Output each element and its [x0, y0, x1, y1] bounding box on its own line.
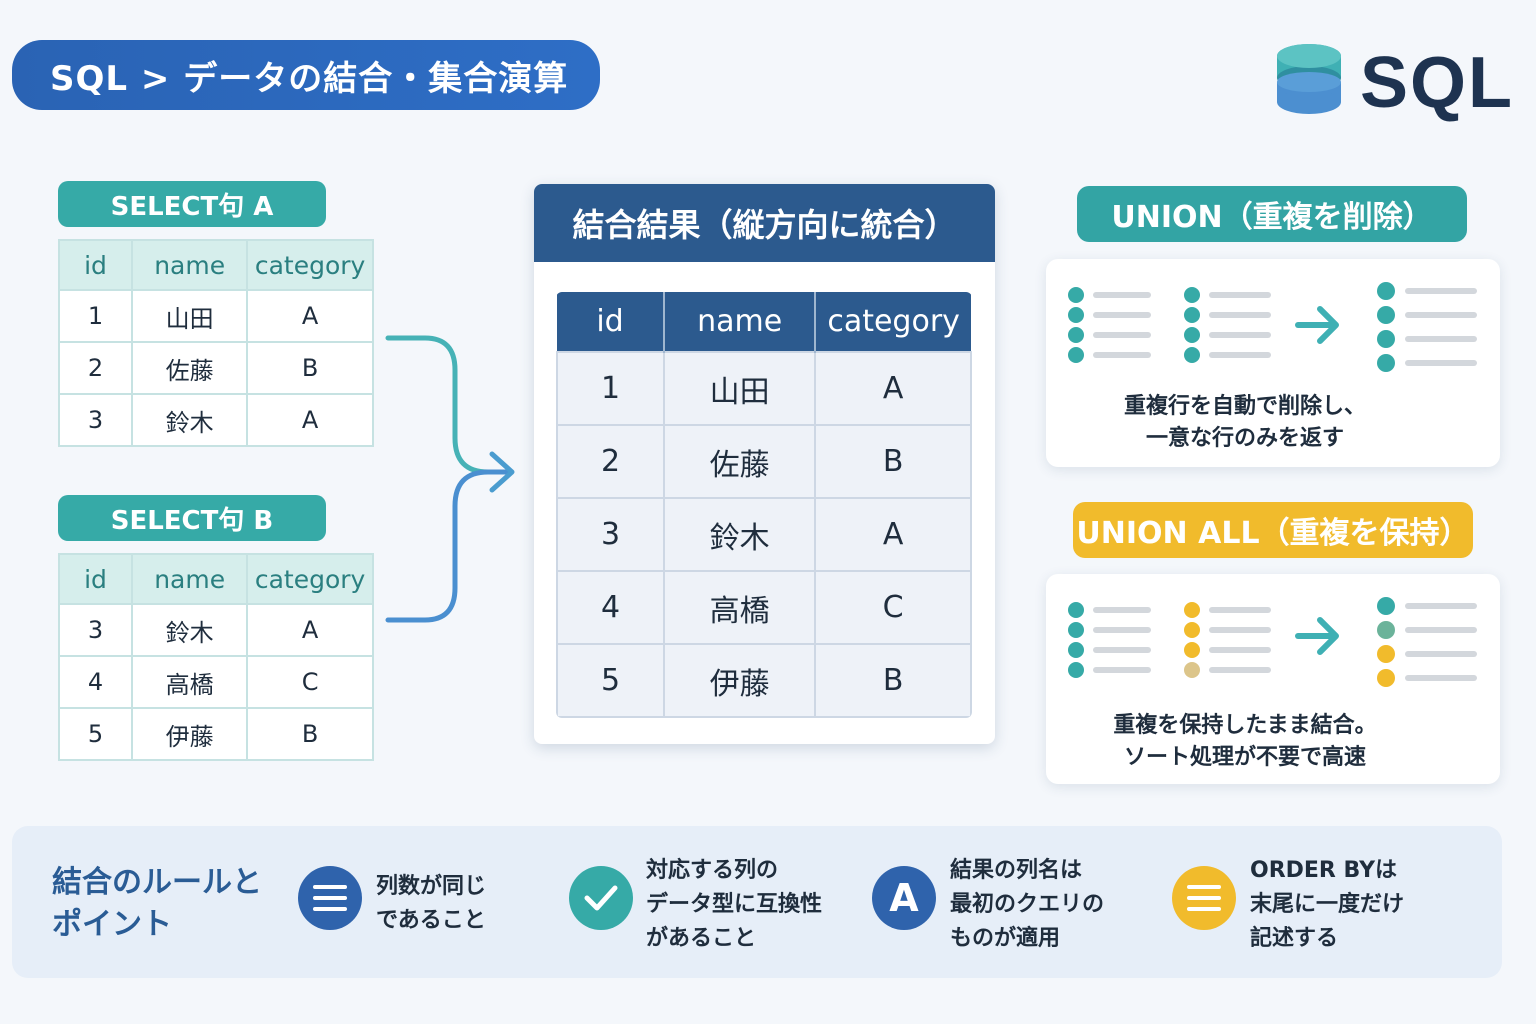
union-desc-line2: 一意な行のみを返す	[1145, 426, 1344, 451]
table-cell: 伊藤	[131, 707, 249, 761]
select-b-table: id name category 3 鈴木 A 4 高橋 C 5 伊藤 B	[57, 553, 374, 761]
table-cell: 2	[57, 341, 134, 395]
table-cell: B	[246, 707, 374, 761]
result-card: 結合結果（縦方向に統合） id name category 1 山田 A 2 佐…	[534, 184, 995, 744]
table-cell: 4	[57, 655, 134, 709]
rules-title-line1: 結合のルールと	[52, 865, 262, 900]
table-cell: 2	[556, 424, 666, 499]
table-cell: 5	[57, 707, 134, 761]
rules-title-line2: ポイント	[52, 907, 172, 942]
table-cell: B	[814, 643, 972, 718]
union-all-desc-line1: 重複を保持したまま結合。	[1113, 713, 1377, 738]
table-cell: 1	[57, 289, 134, 343]
table-cell: 3	[556, 497, 666, 572]
table-cell: 鈴木	[131, 603, 249, 657]
union-all-desc-line2: ソート処理が不要で高速	[1123, 745, 1366, 770]
table-row: 5 伊藤 B	[556, 643, 972, 718]
page-title: SQL > データの結合・集合演算	[12, 40, 600, 110]
result-header: id	[557, 292, 666, 352]
table-cell: 鈴木	[663, 497, 817, 572]
table-row: 5 伊藤 B	[57, 707, 374, 761]
rule-4-line: 記述する	[1250, 926, 1339, 951]
select-a-table: id name category 1 山田 A 2 佐藤 B 3 鈴木 A	[57, 239, 374, 447]
rule-2-line: があること	[646, 926, 757, 951]
rule-2-line: 対応する列の	[646, 858, 779, 883]
table-cell: A	[246, 603, 374, 657]
rule-2-line: データ型に互換性	[646, 892, 823, 917]
list-icon	[298, 866, 362, 930]
select-a-label: SELECT句 A	[58, 181, 326, 227]
rule-2-text: 対応する列の データ型に互換性 があること	[646, 854, 822, 956]
table-cell: 鈴木	[131, 393, 249, 447]
table-row: 2 佐藤 B	[57, 341, 374, 395]
table-row: 1 山田 A	[57, 289, 374, 343]
table-cell: A	[246, 393, 374, 447]
table-cell: 5	[556, 643, 666, 718]
merge-arrow-icon	[385, 335, 515, 623]
dedupe-diagram-icon	[1068, 282, 1477, 372]
rule-3-line: 最初のクエリの	[950, 892, 1105, 917]
result-header: category	[815, 292, 971, 352]
union-card: 重複行を自動で削除し、 一意な行のみを返す	[1046, 259, 1500, 467]
keep-duplicates-diagram-icon	[1068, 597, 1477, 687]
table-cell: 1	[556, 351, 666, 426]
table-row: 2 佐藤 B	[556, 424, 972, 499]
result-title: 結合結果（縦方向に統合）	[534, 184, 995, 262]
table-cell: 佐藤	[131, 341, 249, 395]
union-all-card: 重複を保持したまま結合。 ソート処理が不要で高速	[1046, 574, 1500, 784]
result-header: name	[664, 292, 817, 352]
table-row: 3 鈴木 A	[556, 497, 972, 572]
select-b-header: category	[246, 553, 374, 605]
table-cell: A	[814, 497, 972, 572]
select-a-header: id	[57, 239, 134, 291]
union-desc-line1: 重複行を自動で削除し、	[1123, 394, 1366, 419]
rule-1-line: 列数が同じ	[376, 874, 487, 899]
rule-1-text: 列数が同じ であること	[376, 870, 486, 938]
union-all-label: UNION ALL（重複を保持）	[1073, 502, 1473, 558]
select-a-header: name	[131, 239, 249, 291]
check-icon	[569, 866, 633, 930]
rule-4-text: ORDER BYは 末尾に一度だけ 記述する	[1250, 854, 1404, 956]
rule-4-line: ORDER BYは	[1250, 858, 1398, 883]
union-label: UNION（重複を削除）	[1077, 186, 1467, 242]
select-b-header: id	[57, 553, 134, 605]
table-cell: 4	[556, 570, 666, 645]
table-cell: 3	[57, 393, 134, 447]
database-icon	[1277, 44, 1341, 114]
table-row: 1 山田 A	[556, 351, 972, 426]
table-row: 4 高橋 C	[556, 570, 972, 645]
table-cell: 伊藤	[663, 643, 817, 718]
rule-3-line: 結果の列名は	[950, 858, 1083, 883]
table-cell: 高橋	[663, 570, 817, 645]
table-row: 4 高橋 C	[57, 655, 374, 709]
select-a-header: category	[246, 239, 374, 291]
rules-title: 結合のルールと ポイント	[52, 862, 262, 946]
table-cell: A	[246, 289, 374, 343]
table-cell: 佐藤	[663, 424, 817, 499]
rules-panel	[12, 826, 1502, 978]
table-cell: B	[246, 341, 374, 395]
rule-4-line: 末尾に一度だけ	[1250, 892, 1405, 917]
select-b-label: SELECT句 B	[58, 495, 326, 541]
select-b-header: name	[131, 553, 249, 605]
table-cell: B	[814, 424, 972, 499]
rule-1-line: であること	[376, 908, 486, 933]
table-row: 3 鈴木 A	[57, 393, 374, 447]
rule-3-text: 結果の列名は 最初のクエリの ものが適用	[950, 854, 1104, 956]
table-cell: 山田	[131, 289, 249, 343]
table-cell: 3	[57, 603, 134, 657]
table-row: 3 鈴木 A	[57, 603, 374, 657]
letter-a-icon: A	[872, 866, 936, 930]
list-icon	[1172, 866, 1236, 930]
table-cell: C	[246, 655, 374, 709]
logo-text: SQL	[1360, 43, 1515, 123]
result-table: id name category 1 山田 A 2 佐藤 B 3 鈴木 A	[556, 292, 972, 718]
table-cell: A	[814, 351, 972, 426]
table-cell: 山田	[663, 351, 817, 426]
table-cell: C	[814, 570, 972, 645]
table-cell: 高橋	[131, 655, 249, 709]
rule-3-line: ものが適用	[950, 926, 1061, 951]
